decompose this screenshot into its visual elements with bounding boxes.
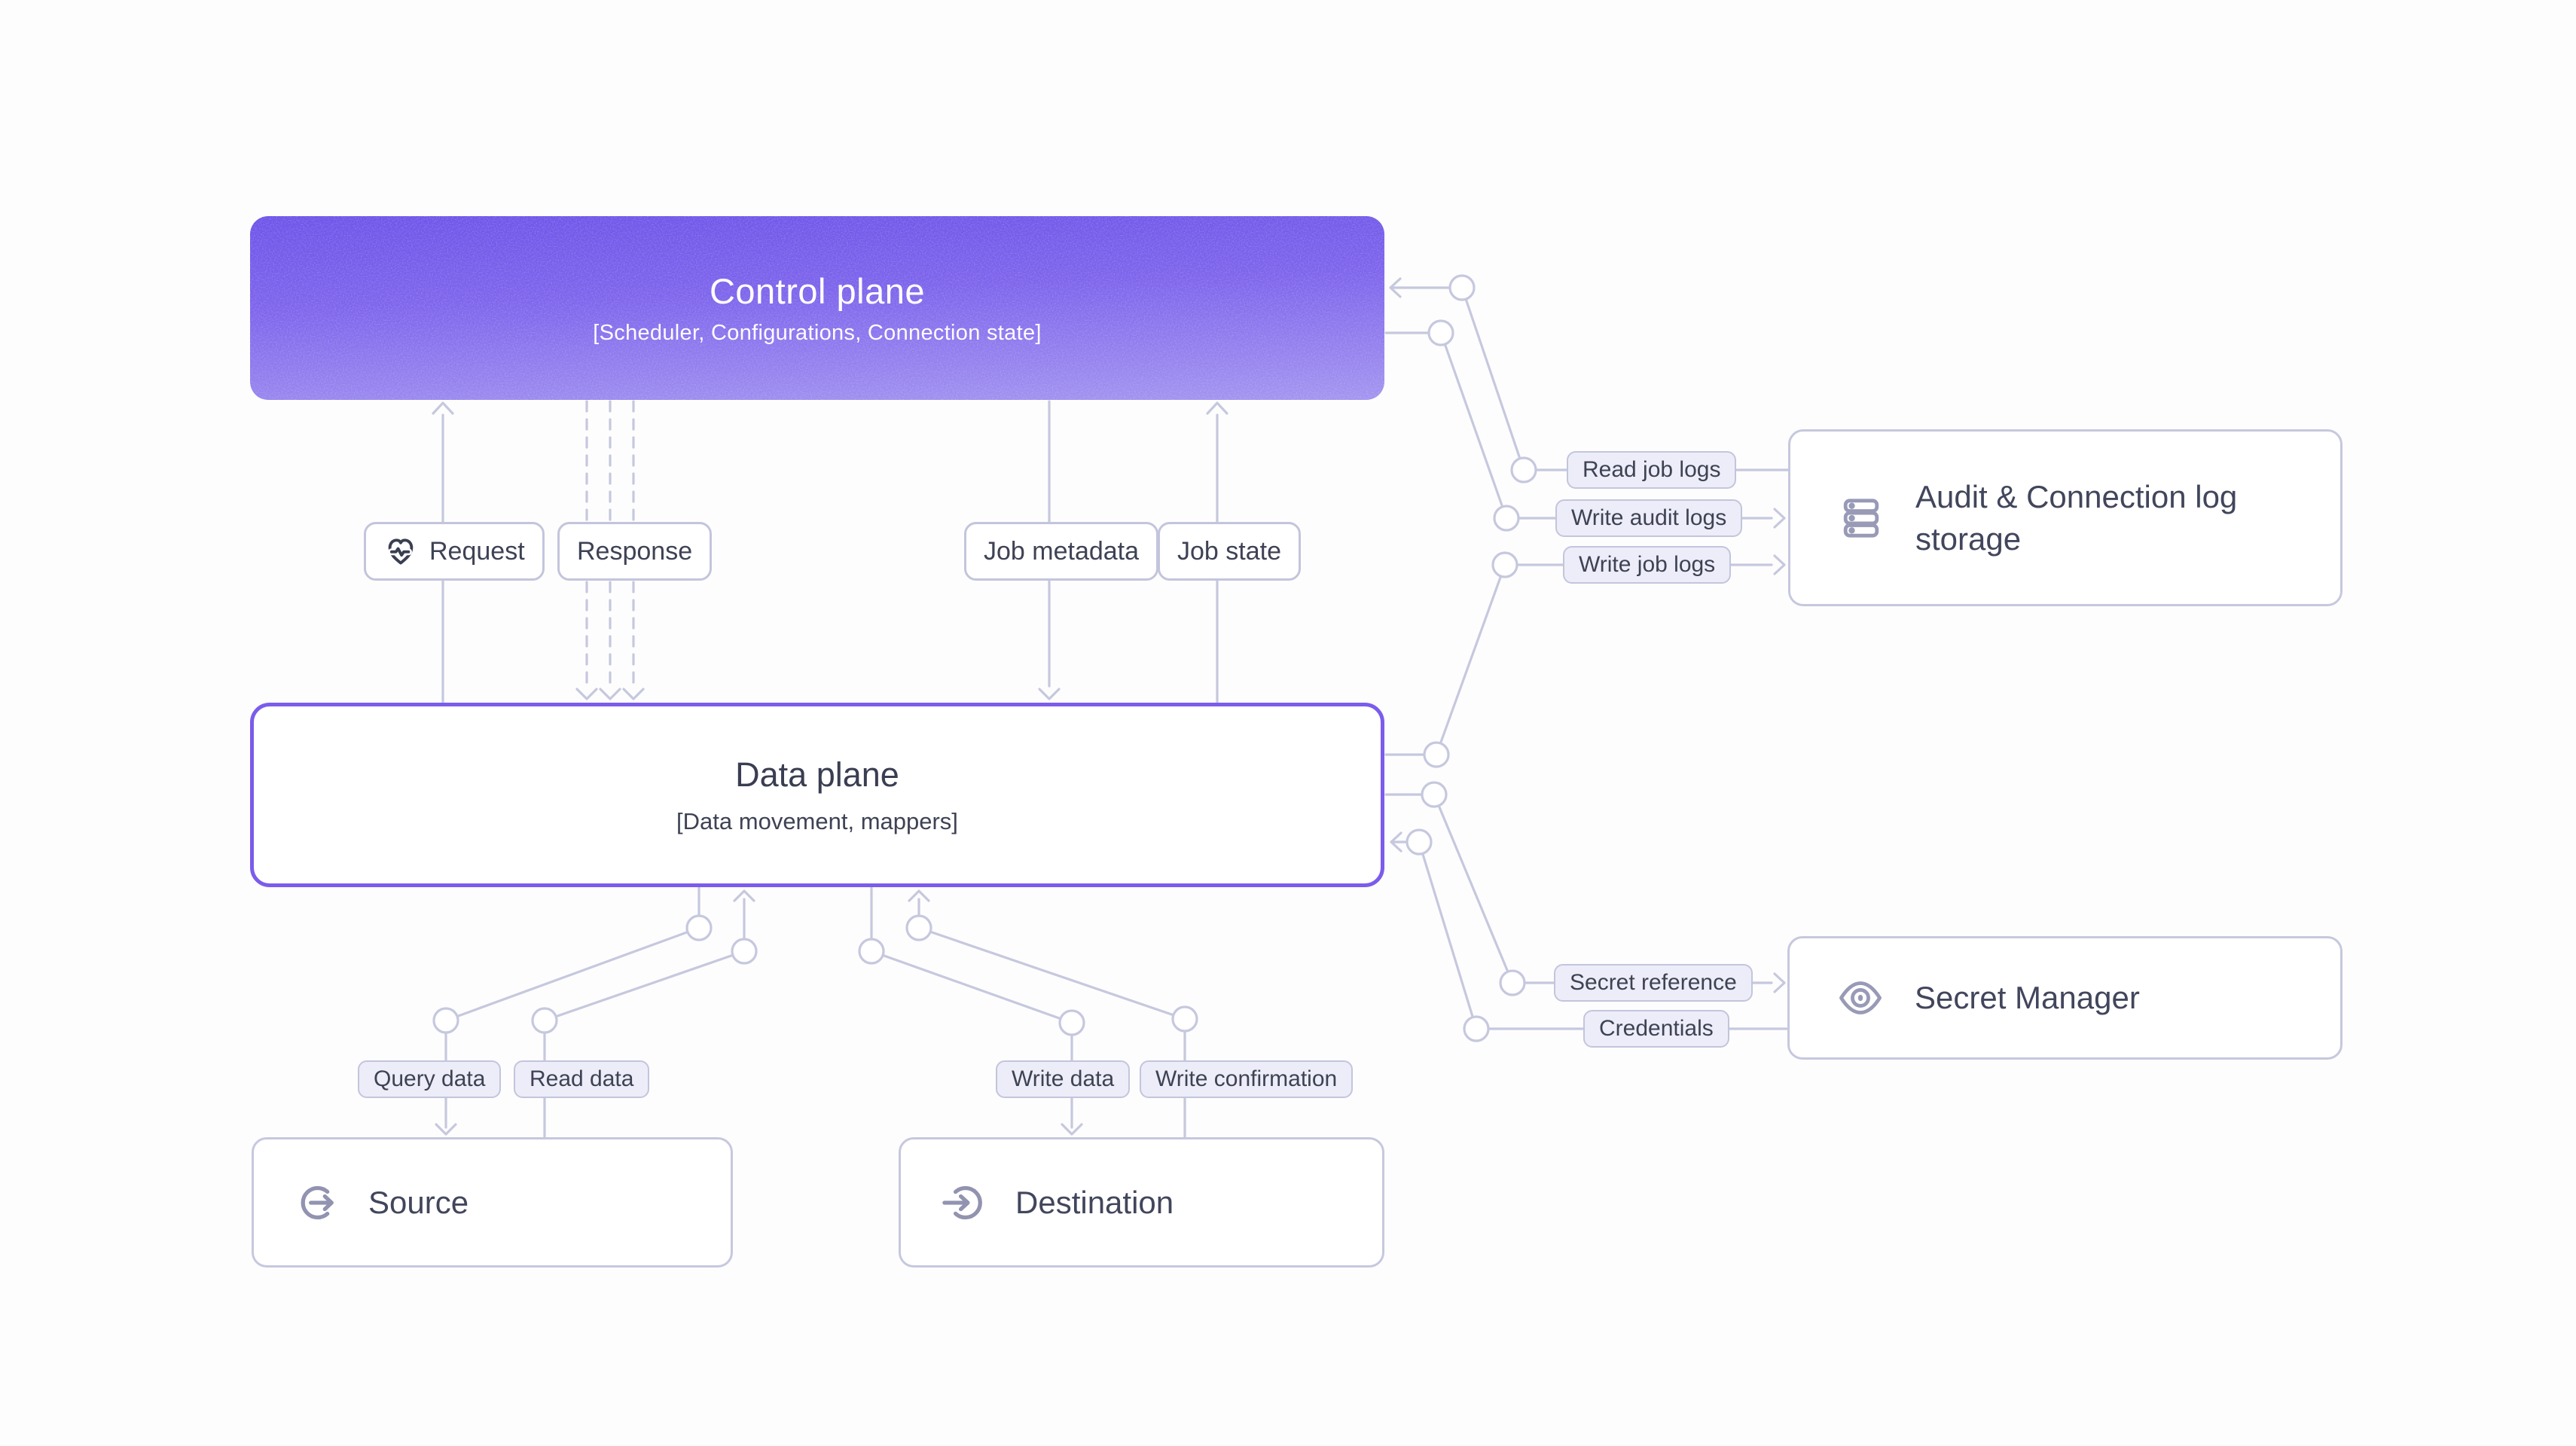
secret-manager-title: Secret Manager — [1915, 980, 2140, 1016]
edge-read-job-logs — [1389, 277, 1790, 471]
database-icon — [1837, 494, 1885, 542]
control-plane-subtitle: [Scheduler, Configurations, Connection s… — [593, 321, 1042, 345]
control-plane-box: Control plane [Scheduler, Configurations… — [250, 216, 1384, 400]
write-data-label: Write data — [996, 1060, 1131, 1098]
data-plane-subtitle: [Data movement, mappers] — [676, 807, 958, 834]
source-title: Source — [368, 1184, 469, 1220]
write-audit-logs-label: Write audit logs — [1555, 499, 1743, 537]
read-job-logs-label-text: Read job logs — [1583, 457, 1721, 482]
write-job-logs-label: Write job logs — [1563, 546, 1732, 584]
credentials-label: Credentials — [1583, 1010, 1729, 1048]
read-data-label: Read data — [514, 1060, 650, 1098]
job-state-label: Job state — [1158, 522, 1301, 581]
query-data-label: Query data — [358, 1060, 502, 1098]
junction-circles — [432, 274, 1537, 1042]
data-plane-box: Data plane [Data movement, mappers] — [250, 703, 1384, 887]
edge-write-job-logs — [1384, 554, 1786, 756]
edge-response — [585, 400, 635, 688]
edge-write-audit-logs — [1384, 331, 1786, 529]
write-data-label-text: Write data — [1012, 1066, 1115, 1091]
destination-box: Destination — [899, 1137, 1384, 1268]
write-confirmation-label-text: Write confirmation — [1155, 1066, 1338, 1091]
query-data-label-text: Query data — [374, 1066, 486, 1091]
response-label-text: Response — [577, 536, 693, 566]
secret-reference-label-text: Secret reference — [1570, 970, 1737, 995]
destination-title: Destination — [1015, 1184, 1174, 1220]
read-job-logs-label: Read job logs — [1567, 451, 1737, 489]
audit-log-storage-title: Audit & Connection log storage — [1915, 479, 2238, 557]
login-arrow-icon — [942, 1179, 988, 1226]
job-state-label-text: Job state — [1177, 536, 1281, 566]
request-label: Request — [364, 522, 545, 581]
data-plane-title: Data plane — [735, 755, 899, 794]
read-data-label-text: Read data — [530, 1066, 634, 1091]
control-plane-title: Control plane — [709, 271, 926, 311]
secret-manager-box: Secret Manager — [1787, 936, 2343, 1060]
edge-response-arrowheads — [575, 688, 645, 700]
secret-reference-label: Secret reference — [1554, 964, 1753, 1002]
write-job-logs-label-text: Write job logs — [1579, 552, 1716, 577]
source-box: Source — [252, 1137, 733, 1268]
response-label: Response — [557, 522, 713, 581]
write-audit-logs-label-text: Write audit logs — [1571, 505, 1727, 530]
request-label-text: Request — [429, 536, 525, 566]
logout-arrow-icon — [295, 1179, 341, 1226]
write-confirmation-label: Write confirmation — [1140, 1060, 1354, 1098]
eye-icon — [1836, 974, 1885, 1022]
audit-log-storage-box: Audit & Connection log storage — [1788, 429, 2343, 606]
heart-pulse-icon — [383, 534, 418, 569]
job-metadata-label: Job metadata — [964, 522, 1159, 581]
job-metadata-label-text: Job metadata — [984, 536, 1140, 566]
edge-secret-reference — [1384, 793, 1786, 993]
edge-read-data — [543, 889, 755, 1138]
credentials-label-text: Credentials — [1599, 1016, 1714, 1041]
grain-texture — [250, 216, 1384, 400]
